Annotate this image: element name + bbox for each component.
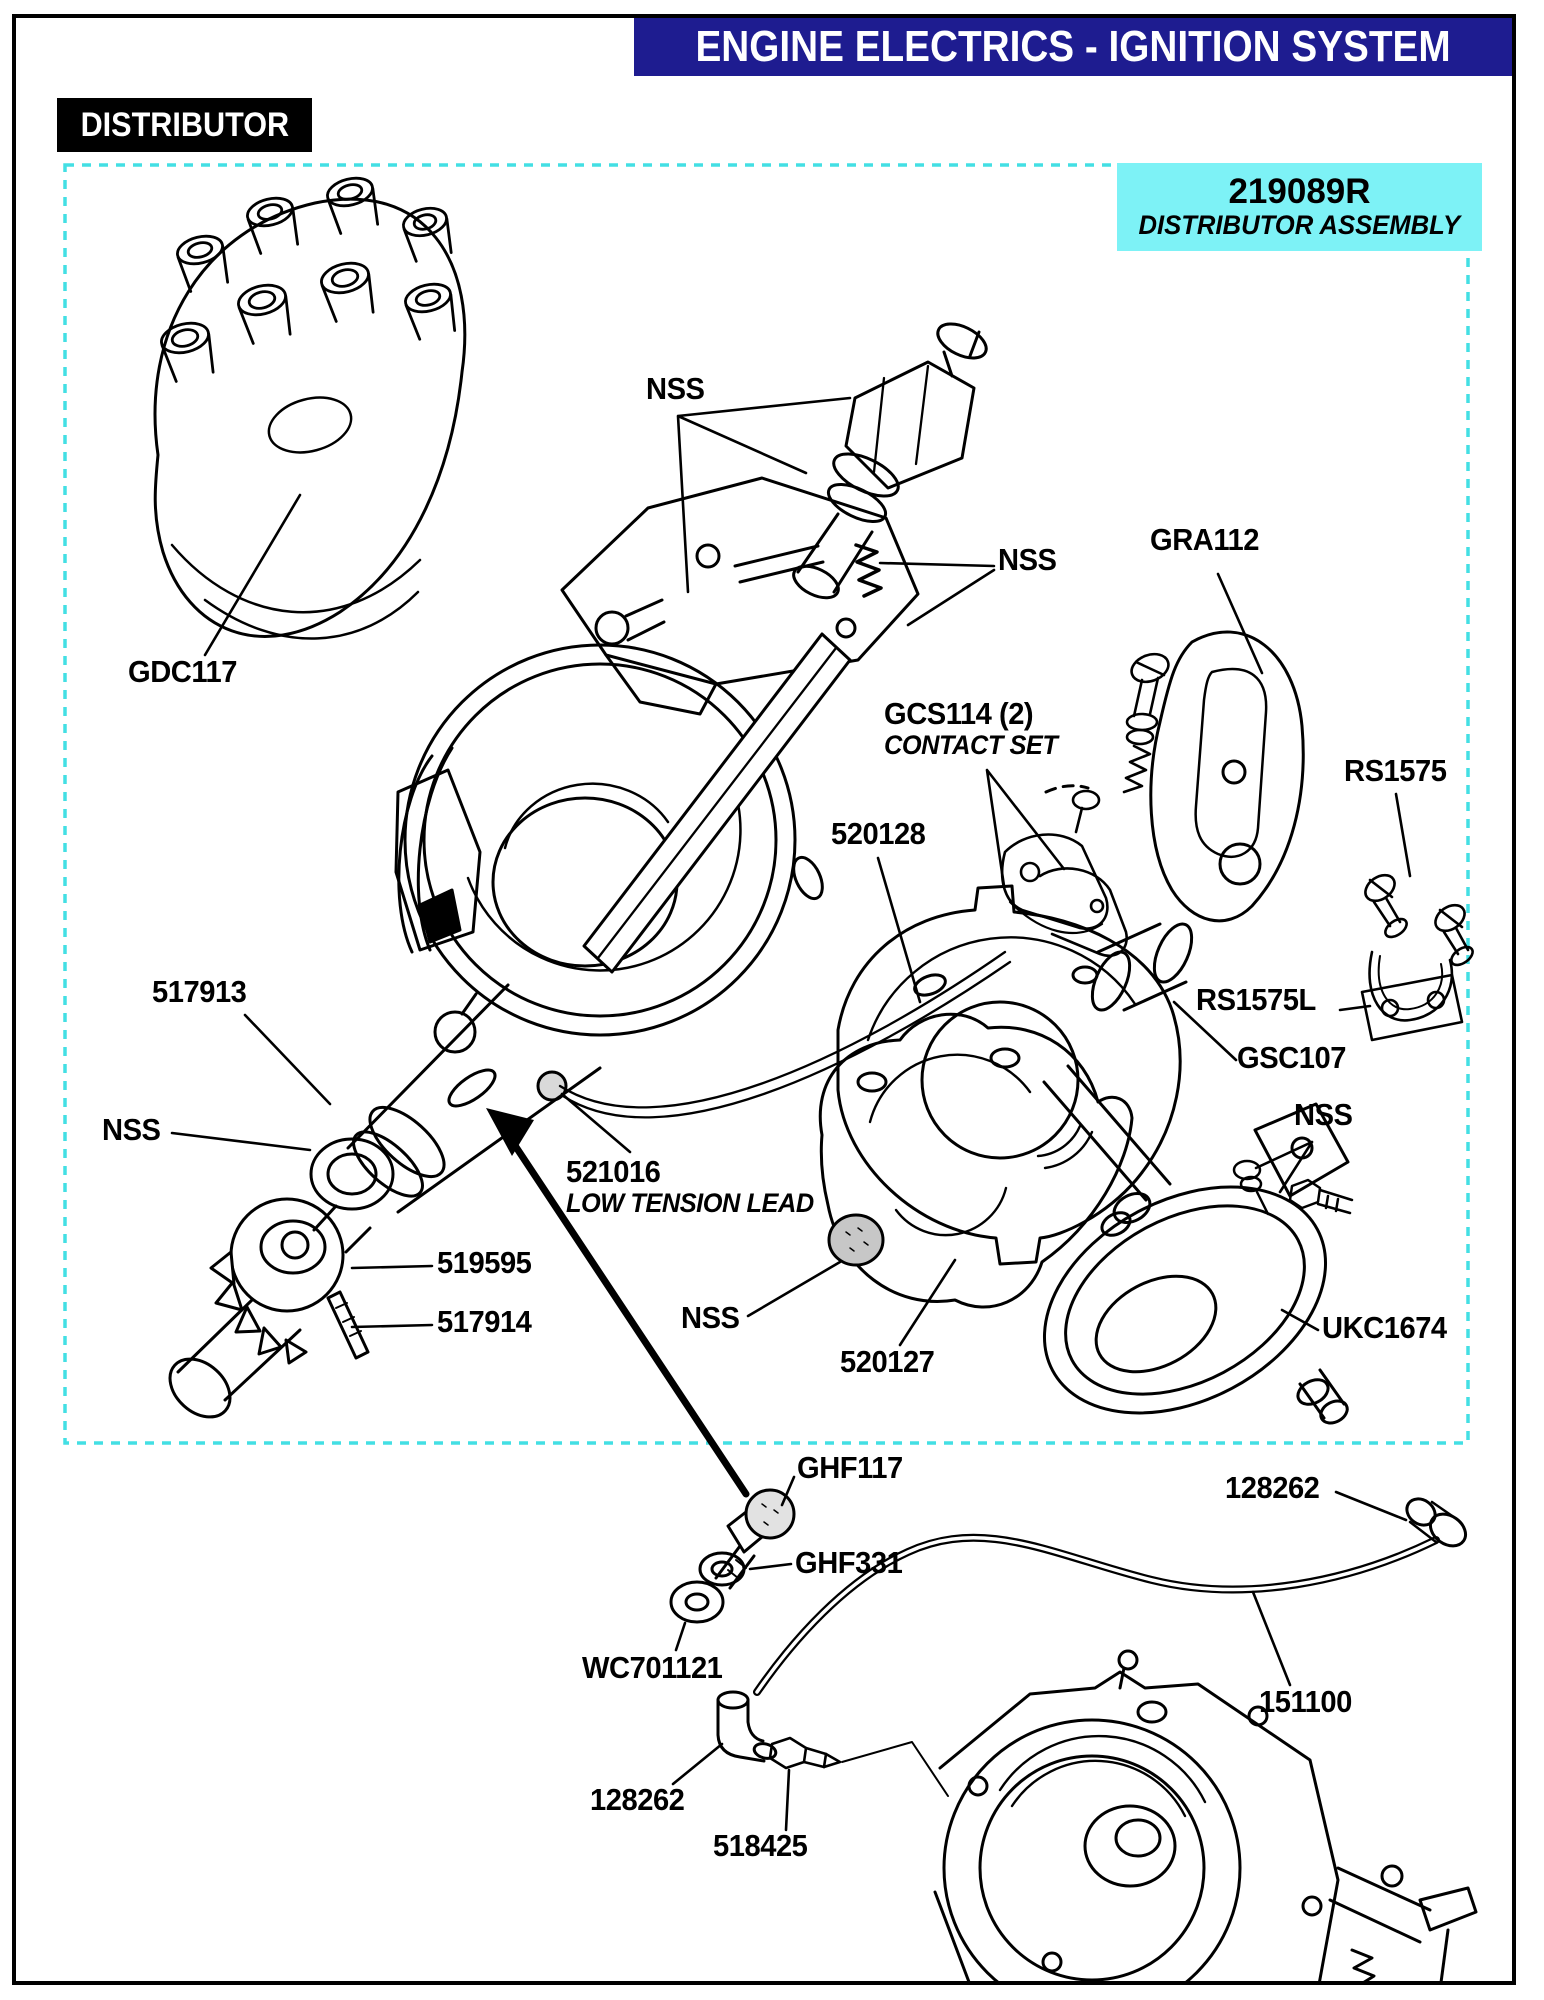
- part-label-517913: 517913: [152, 974, 247, 1009]
- part-number: NSS: [998, 542, 1057, 577]
- part-label-gdc117: GDC117: [128, 654, 237, 689]
- part-label-gra112: GRA112: [1150, 522, 1259, 557]
- part-label-518425: 518425: [713, 1828, 808, 1863]
- part-label-ghf331: GHF331: [795, 1545, 903, 1580]
- part-number: GCS114 (2): [884, 696, 1034, 731]
- part-label-nss-shaft: NSS: [998, 542, 1057, 577]
- rs1575-screws-drawing: [1360, 873, 1474, 1042]
- page-border: [12, 14, 1516, 1985]
- part-number: 517914: [437, 1304, 532, 1339]
- part-number: 519595: [437, 1245, 532, 1280]
- part-label-517914: 517914: [437, 1304, 532, 1339]
- part-number: 521016: [566, 1154, 661, 1189]
- drive-gear-drawing: [168, 1197, 370, 1419]
- part-number: WC701121: [582, 1650, 723, 1685]
- distributor-body-drawing: [394, 632, 1012, 1119]
- part-caption: CONTACT SET: [884, 729, 1058, 760]
- carburettor-drawing: [933, 1649, 1478, 2000]
- part-label-128262-right: 128262: [1225, 1470, 1320, 1505]
- part-label-520127: 520127: [840, 1344, 935, 1379]
- banner-title: ENGINE ELECTRICS - IGNITION SYSTEM: [695, 22, 1451, 71]
- part-number: 128262: [1225, 1470, 1320, 1505]
- condenser-drawing: [1090, 922, 1194, 1012]
- part-number: 520128: [831, 816, 926, 851]
- part-label-nss-center: NSS: [681, 1300, 740, 1335]
- part-label-ghf117: GHF117: [797, 1450, 903, 1485]
- part-label-rs1575: RS1575: [1344, 753, 1447, 788]
- part-number: UKC1674: [1322, 1310, 1447, 1345]
- part-label-nss-top: NSS: [646, 371, 705, 406]
- part-label-gcs114: GCS114 (2)CONTACT SET: [884, 696, 1058, 760]
- drive-shaft-drawing: [792, 322, 988, 600]
- lower-housing-drawing: [309, 983, 602, 1254]
- part-number: NSS: [681, 1300, 740, 1335]
- part-caption: LOW TENSION LEAD: [566, 1187, 814, 1218]
- bolt-location-arrow: [486, 1108, 750, 1498]
- part-number: 518425: [713, 1828, 808, 1863]
- distributor-cap-drawing: [153, 176, 467, 640]
- part-label-519595: 519595: [437, 1245, 532, 1280]
- part-label-gsc107: GSC107: [1237, 1040, 1346, 1075]
- diagram-dashed-border: [63, 163, 1470, 1445]
- part-number: NSS: [102, 1112, 161, 1147]
- part-number: 517913: [152, 974, 247, 1009]
- elbow-connector-drawing: [716, 1690, 778, 1763]
- leader-lines: [170, 396, 1412, 1832]
- baseplate-520127-drawing: [818, 1012, 1134, 1309]
- part-label-128262-left: 128262: [590, 1782, 685, 1817]
- part-label-520128: 520128: [831, 816, 926, 851]
- part-number: RS1575: [1344, 753, 1447, 788]
- page-banner: ENGINE ELECTRICS - IGNITION SYSTEM: [634, 18, 1512, 76]
- rotor-arm-drawing: [1149, 630, 1305, 923]
- nss-screws-right-drawing: [1232, 1159, 1354, 1216]
- assembly-part-number: 219089R: [1228, 172, 1371, 212]
- part-number: NSS: [1294, 1097, 1353, 1132]
- part-number: RS1575L: [1196, 982, 1316, 1017]
- part-number: GHF117: [797, 1450, 903, 1485]
- part-label-151100: 151100: [1259, 1684, 1352, 1719]
- part-number: GDC117: [128, 654, 237, 689]
- assembly-description: DISTRIBUTOR ASSEMBLY: [1138, 210, 1461, 241]
- part-label-wc701121: WC701121: [582, 1650, 723, 1685]
- part-number: 128262: [590, 1782, 685, 1817]
- sensor-518425-drawing: [768, 1736, 949, 1797]
- part-label-rs1575l: RS1575L: [1196, 982, 1316, 1017]
- part-number: 151100: [1259, 1684, 1352, 1719]
- part-number: 520127: [840, 1344, 935, 1379]
- section-label-box: DISTRIBUTOR: [57, 98, 312, 152]
- section-title: DISTRIBUTOR: [80, 105, 289, 144]
- part-label-ukc1674: UKC1674: [1322, 1310, 1447, 1345]
- assembly-callout: 219089R DISTRIBUTOR ASSEMBLY: [1117, 163, 1482, 251]
- part-number: GSC107: [1237, 1040, 1346, 1075]
- cable-drawing: [753, 1497, 1468, 1696]
- part-number: GHF331: [795, 1545, 903, 1580]
- part-number: NSS: [646, 371, 705, 406]
- part-label-nss-left: NSS: [102, 1112, 161, 1147]
- top-plate-drawing: [560, 476, 920, 716]
- part-label-nss-right: NSS: [1294, 1097, 1353, 1132]
- contact-set-drawing: [1000, 652, 1170, 957]
- part-number: GRA112: [1150, 522, 1259, 557]
- clamp-bolt-drawing: [669, 1488, 796, 1624]
- baseplate-520128-drawing: [836, 884, 1182, 1266]
